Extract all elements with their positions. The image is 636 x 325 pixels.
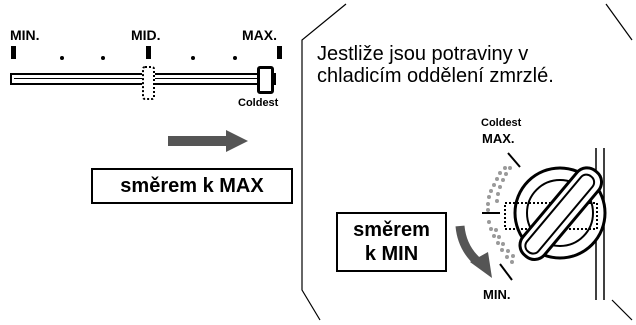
dial-min-label: MIN.	[483, 287, 511, 302]
scale-dot	[101, 56, 105, 60]
direction-min-label-line2: k MIN	[364, 243, 419, 265]
min-label: MIN.	[10, 27, 40, 43]
direction-min-box: směrem k MIN	[336, 212, 447, 272]
dial-illustration	[455, 148, 607, 300]
arrow-right-icon	[168, 130, 248, 152]
max-tick	[277, 46, 282, 59]
mid-label: MID.	[131, 27, 161, 43]
coldest-label: Coldest	[238, 97, 279, 109]
min-tick	[11, 46, 16, 59]
direction-max-box: směrem k MAX	[91, 168, 293, 204]
direction-min-label-line1: směrem	[353, 219, 430, 241]
scale-dot	[60, 56, 64, 60]
panel-text-line1: Jestliže jsou potraviny v	[317, 43, 529, 65]
max-label: MAX.	[242, 27, 277, 43]
scale-dot	[191, 56, 195, 60]
mid-tick	[146, 46, 151, 59]
scale-dot	[233, 56, 237, 60]
dotted-arc	[486, 166, 515, 264]
slider-diagram: MIN. MID. MAX. Coldest směrem k MAX	[0, 0, 300, 325]
slider-knob-previous	[142, 66, 155, 100]
dial-coldest-label: Coldest	[481, 117, 522, 129]
direction-max-label: směrem k MAX	[120, 174, 264, 197]
panel-text-line2: chladicím oddělení zmrzlé.	[317, 65, 554, 87]
dial-max-label: MAX.	[482, 131, 515, 146]
slider-knob[interactable]	[257, 66, 274, 94]
